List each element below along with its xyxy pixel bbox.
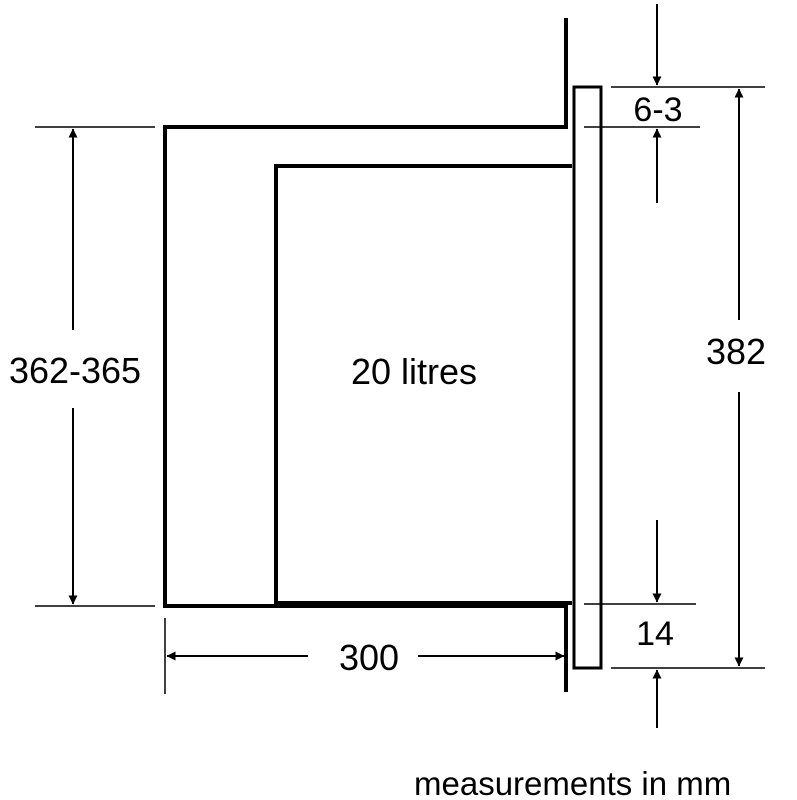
dim-label-cavity-height: 362-365 — [9, 350, 141, 391]
volume-label: 20 litres — [351, 351, 477, 392]
oven-cavity — [274, 164, 572, 605]
units-caption: measurements in mm — [414, 765, 731, 800]
dim-label-front-height: 382 — [706, 331, 766, 372]
front-panel — [572, 85, 603, 670]
dim-label-bottom-gap: 14 — [636, 615, 674, 653]
dim-label-top-gap: 6-3 — [633, 91, 682, 129]
cabinet-outline — [163, 18, 568, 692]
dim-label-depth: 300 — [339, 637, 399, 678]
